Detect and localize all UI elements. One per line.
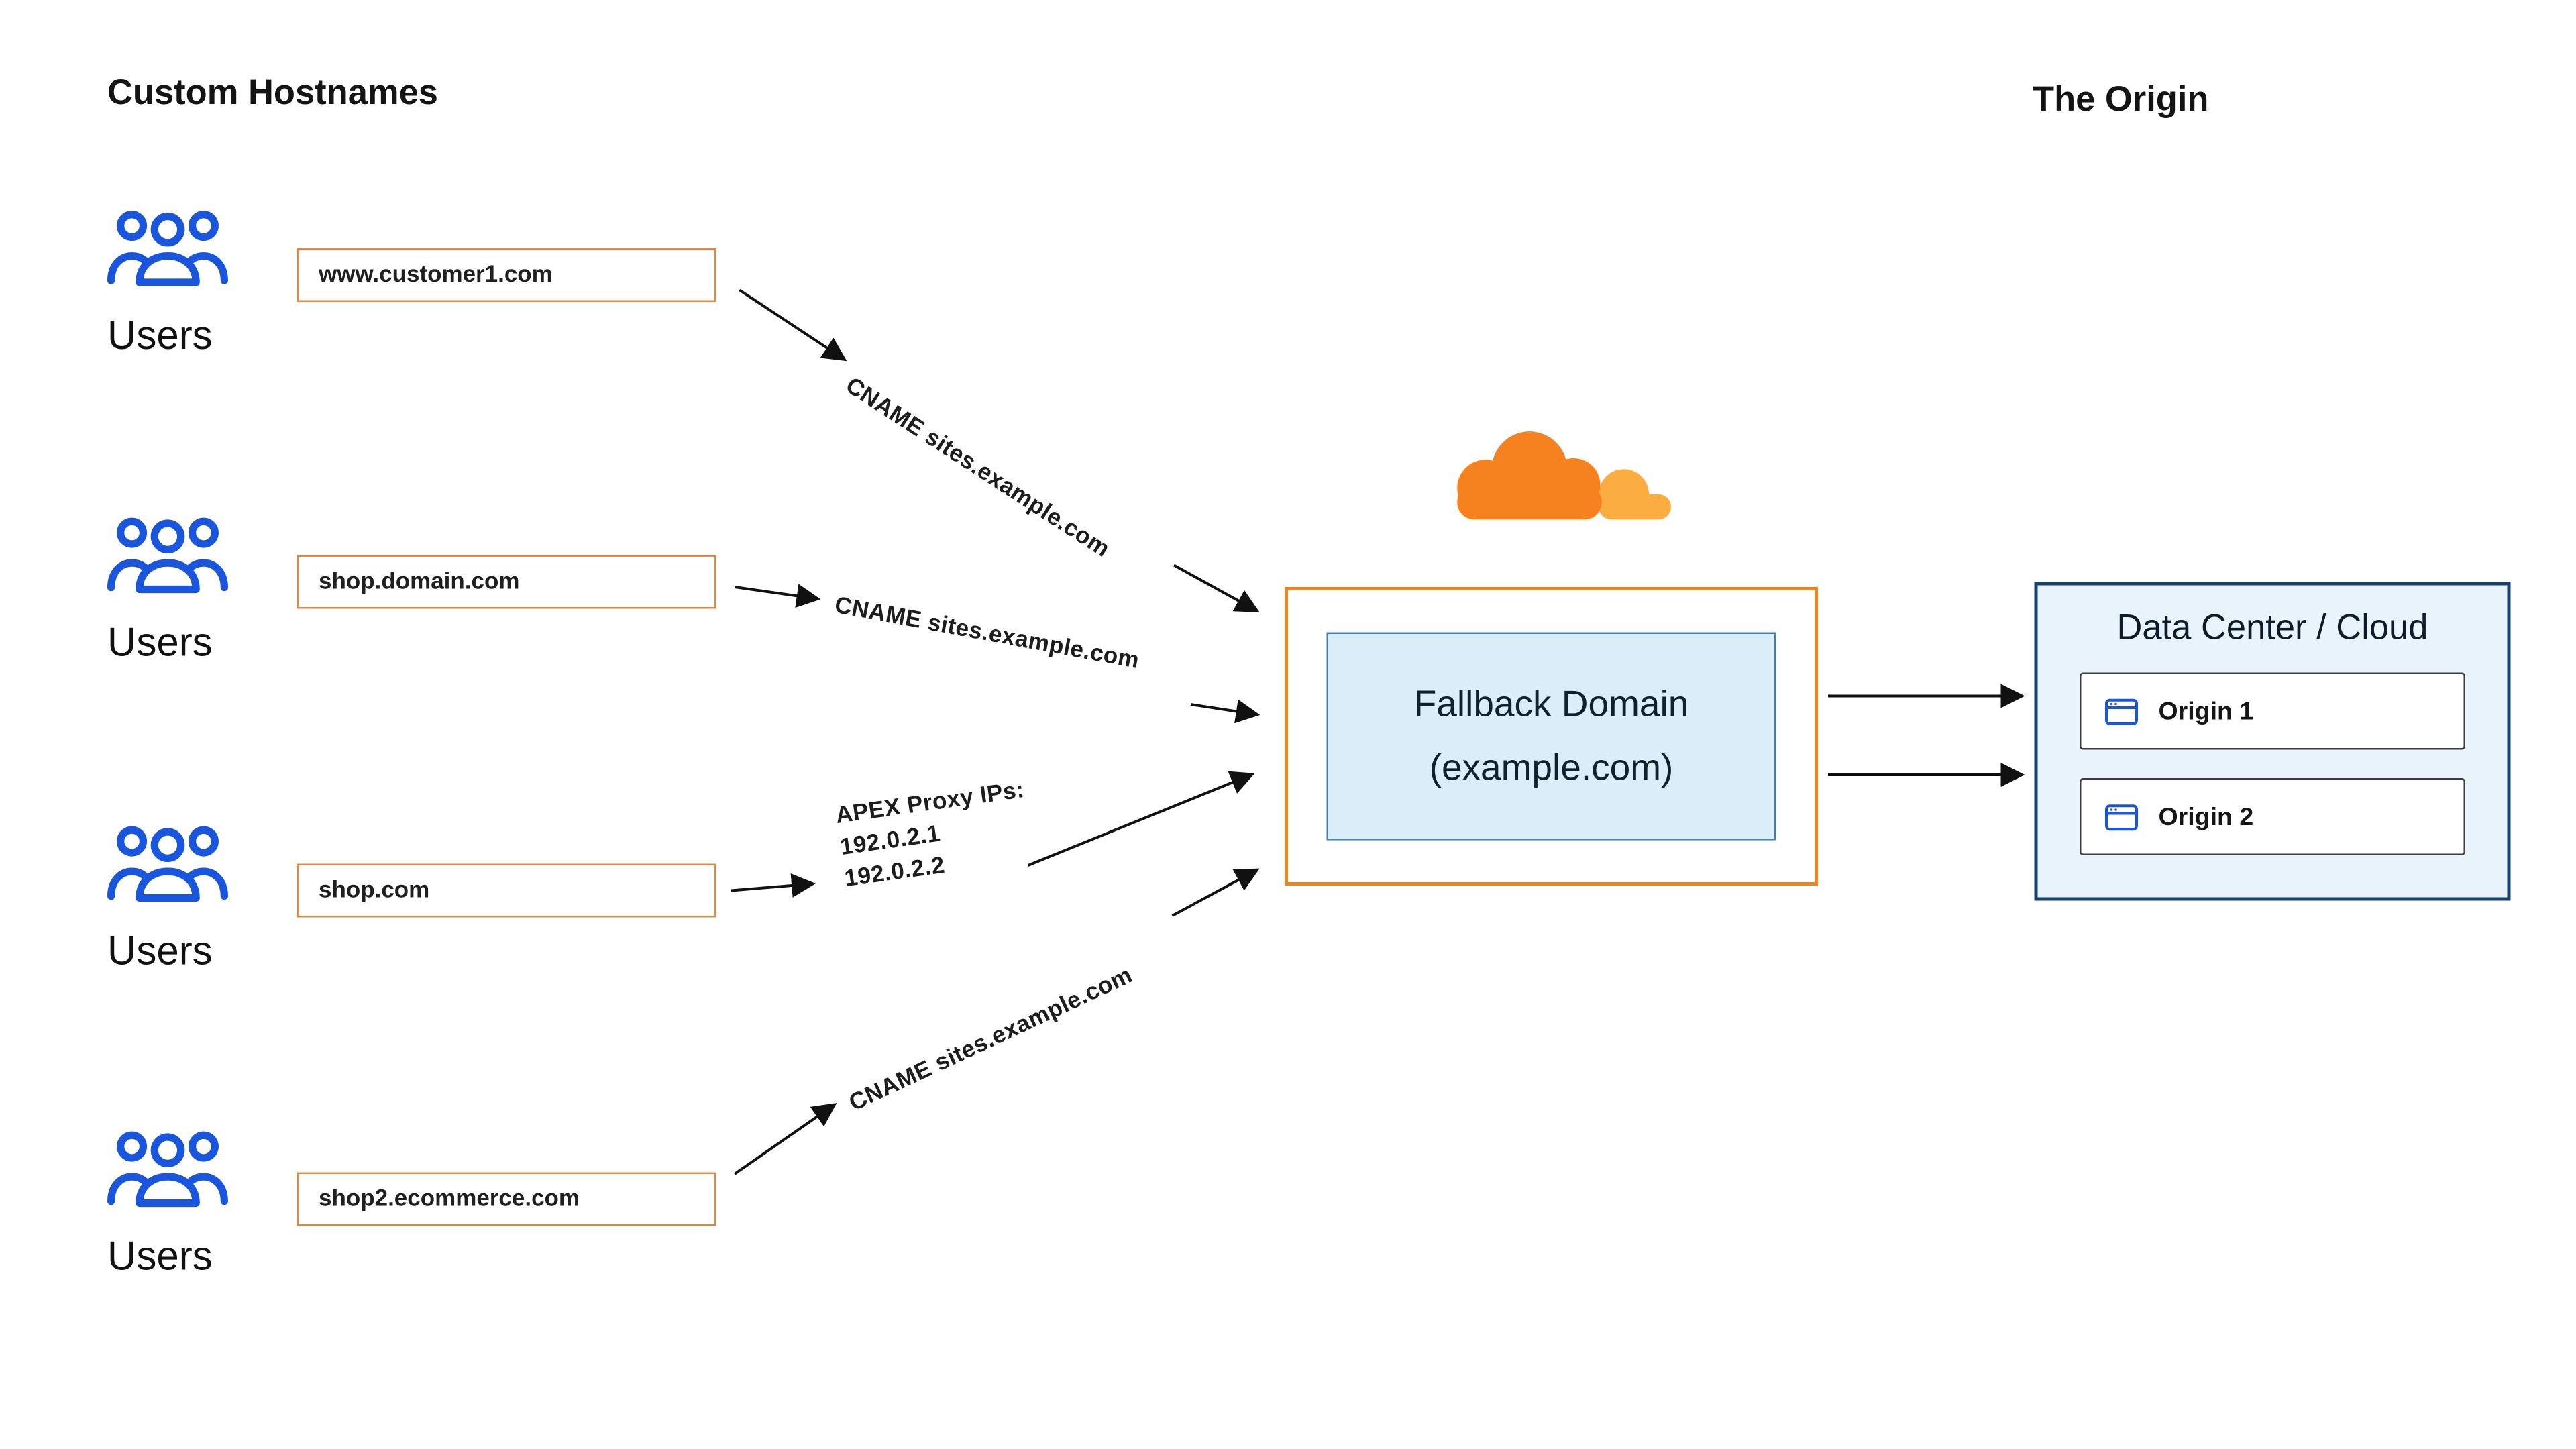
origin-box-2: Origin 2	[2080, 778, 2465, 855]
users-label: Users	[107, 621, 213, 666]
connection-label-cname-1: CNAME sites.example.com	[841, 371, 1116, 562]
arrow-hostname4-to-label	[733, 1103, 837, 1175]
users-label: Users	[107, 1234, 213, 1280]
cloudflare-light-cloud	[1599, 469, 1671, 520]
arrow-hostname2-to-label	[734, 584, 821, 608]
datacenter-title: Data Center / Cloud	[2116, 608, 2428, 648]
fallback-domain-line1: Fallback Domain	[1413, 682, 1689, 724]
browser-window-icon	[2105, 698, 2138, 724]
fallback-domain-box: Fallback Domain (example.com)	[1326, 632, 1776, 841]
arrow-label4-to-fallback	[1171, 868, 1260, 917]
hostname-box-3: shop.com	[297, 863, 716, 918]
user-group-2: Users	[107, 512, 309, 668]
hostname-box-4: shop2.ecommerce.com	[297, 1172, 716, 1226]
user-group-4: Users	[107, 1126, 309, 1282]
users-icon	[107, 211, 228, 286]
browser-window-icon	[2105, 804, 2138, 830]
fallback-domain-line2: (example.com)	[1429, 746, 1674, 789]
origin-label: Origin 1	[2158, 696, 2254, 726]
hostname-box-1: www.customer1.com	[297, 248, 716, 302]
users-icon	[107, 517, 228, 594]
fallback-outer-box: Fallback Domain (example.com)	[1285, 587, 1818, 885]
arrow-label1-to-fallback	[1173, 564, 1260, 612]
users-label: Users	[107, 313, 213, 360]
connection-label-cname-2: CNAME sites.example.com	[833, 590, 1142, 674]
arrow-hostname1-to-label	[739, 288, 847, 362]
user-group-3: Users	[107, 820, 309, 977]
hostname-label: www.customer1.com	[319, 260, 553, 287]
hostname-label: shop.domain.com	[319, 567, 520, 594]
hostname-label: shop2.ecommerce.com	[319, 1184, 580, 1211]
cloudflare-cloud	[1457, 431, 1602, 520]
cloudflare-logo-icon	[1457, 431, 1671, 520]
hostname-label: shop.com	[319, 875, 430, 902]
section-title-custom-hostnames: Custom Hostnames	[107, 74, 439, 113]
users-icon	[107, 826, 228, 902]
connection-label-cname-3: CNAME sites.example.com	[845, 961, 1136, 1116]
connection-label-apex: APEX Proxy IPs: 192.0.2.1 192.0.2.2	[834, 773, 1036, 894]
arrow-hostname3-to-label	[731, 873, 816, 898]
section-title-the-origin: The Origin	[2033, 80, 2209, 119]
users-icon	[107, 1131, 228, 1208]
arrow-label2-to-fallback	[1190, 699, 1260, 724]
datacenter-panel: Data Center / Cloud Origin 1 Origin 2	[2034, 582, 2511, 901]
user-group-1: Users	[107, 205, 309, 361]
origin-box-1: Origin 1	[2080, 672, 2465, 750]
users-label: Users	[107, 929, 213, 975]
hostname-box-2: shop.domain.com	[297, 555, 716, 609]
origin-label: Origin 2	[2158, 802, 2254, 831]
arrow-apex-to-fallback	[1027, 771, 1255, 867]
